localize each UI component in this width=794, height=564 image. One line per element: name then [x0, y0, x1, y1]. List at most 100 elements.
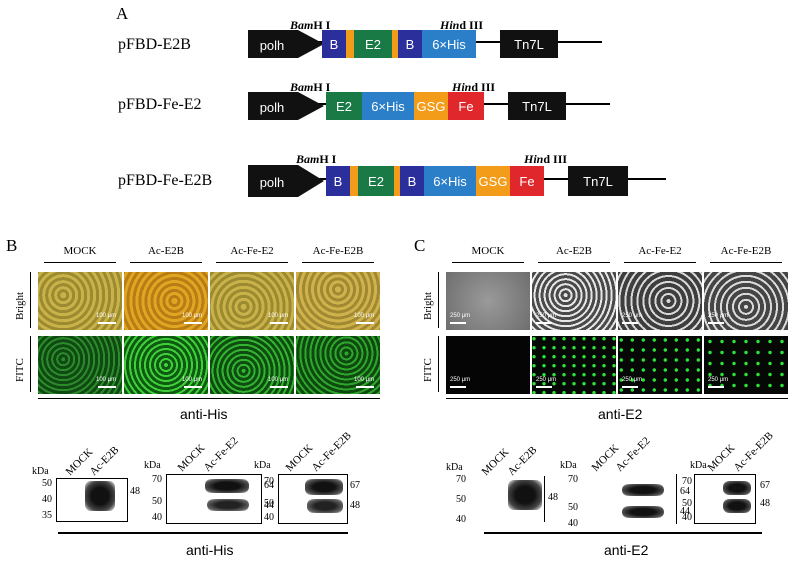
scale-bar	[708, 322, 724, 324]
segment-b: B	[400, 166, 424, 196]
scale-bar-label: 250 μm	[450, 377, 471, 383]
lane-label: Ac-Fe-E2B	[309, 429, 354, 474]
scale-bar	[270, 322, 288, 324]
caption-rule	[38, 398, 380, 399]
kda-label: kDa	[144, 460, 161, 471]
segment-fe: Fe	[448, 92, 484, 120]
segment-fe: Fe	[510, 166, 544, 196]
kda-label: kDa	[560, 460, 577, 471]
scale-bar-label: 250 μm	[622, 313, 643, 319]
scale-bar-label: 100 μm	[268, 313, 289, 319]
blot-caption-rule	[58, 532, 348, 534]
panel-c-letter: C	[414, 236, 426, 255]
marker-label: 40	[264, 512, 274, 523]
lane-label: Ac-E2B	[505, 444, 540, 478]
scale-bar-label: 100 μm	[354, 377, 375, 383]
scale-bar	[450, 322, 466, 324]
lane-label: MOCK	[175, 442, 208, 474]
band-size-label: 67	[760, 480, 770, 491]
row-bracket	[438, 336, 439, 392]
row-bracket	[30, 272, 31, 328]
protein-band	[305, 479, 343, 495]
row-bracket	[30, 336, 31, 392]
bamhi-site-label: BamH I	[290, 80, 331, 94]
scale-bar	[98, 322, 116, 324]
scale-bar-label: 250 μm	[622, 377, 643, 383]
protein-band	[723, 499, 751, 513]
marker-label: 40	[456, 514, 466, 525]
marker-label: 70	[456, 474, 466, 485]
scale-bar	[622, 386, 638, 388]
lane-label: Ac-E2B	[87, 444, 122, 478]
scale-bar-label: 100 μm	[268, 377, 289, 383]
micrograph-bright-mock	[446, 272, 530, 330]
protein-band	[622, 484, 664, 496]
kda-label: kDa	[32, 466, 49, 477]
lane-label: Ac-Fe-E2B	[731, 429, 776, 474]
western-blot	[694, 474, 756, 524]
scale-bar-label: 250 μm	[708, 313, 729, 319]
construct-name: pFBD-Fe-E2	[118, 96, 202, 113]
band-size-label: 48	[350, 500, 360, 511]
scale-bar	[536, 322, 552, 324]
segment-tn7l: Tn7L	[568, 166, 628, 196]
micrograph-bright-ac-fe-e2	[618, 272, 702, 330]
protein-band	[508, 480, 542, 510]
marker-label: 40	[152, 512, 162, 523]
scale-bar-label: 100 μm	[96, 377, 117, 383]
spacer	[350, 166, 358, 196]
column-header: MOCK	[63, 245, 97, 257]
marker-label: 70	[264, 476, 274, 487]
segment-6xhis: 6×His	[422, 30, 476, 58]
marker-label: 40	[682, 512, 692, 523]
segment-6xhis: 6×His	[424, 166, 476, 196]
panel-b-caption: anti-His	[180, 406, 228, 422]
marker-label: 50	[42, 478, 52, 489]
spacer	[394, 166, 400, 196]
scale-bar	[536, 386, 552, 388]
column-header: Ac-Fe-E2B	[720, 245, 772, 257]
column-header: Ac-E2B	[555, 245, 593, 257]
lane-label: Ac-Fe-E2	[613, 434, 653, 474]
segment-gsg: GSG	[414, 92, 448, 120]
bamhi-site-label: BamH I	[290, 18, 331, 32]
segment-b: B	[326, 166, 350, 196]
panel-b-blot-caption: anti-His	[186, 542, 234, 558]
band-size-label: 48	[130, 486, 140, 497]
scale-bar-label: 250 μm	[536, 377, 557, 383]
protein-band	[205, 479, 249, 493]
marker-label: 40	[568, 518, 578, 529]
scale-bar	[356, 386, 374, 388]
micrograph-fitc-ac-fe-e2	[618, 336, 702, 394]
band-size-label: 67	[350, 480, 360, 491]
western-blot	[472, 476, 545, 522]
marker-label: 70	[682, 476, 692, 487]
polh-promoter-arrow	[248, 30, 324, 58]
spacer	[346, 30, 354, 58]
micrograph-bright-ac-fe-e2	[210, 272, 294, 330]
column-header: MOCK	[471, 245, 505, 257]
band-size-label: 44	[680, 506, 690, 517]
segment-b: B	[398, 30, 422, 58]
segment-tn7l: Tn7L	[500, 30, 558, 58]
panel-a-letter: A	[116, 4, 129, 23]
scale-bar-label: 250 μm	[708, 377, 729, 383]
blot-caption-rule	[484, 532, 762, 534]
marker-label: 35	[42, 510, 52, 521]
marker-label: 50	[152, 496, 162, 507]
scale-bar	[270, 386, 288, 388]
segment-gsg: GSG	[476, 166, 510, 196]
scale-bar	[98, 386, 116, 388]
segment-tn7l: Tn7L	[508, 92, 566, 120]
protein-band	[622, 506, 664, 518]
marker-label: 70	[152, 474, 162, 485]
panel-b-letter: B	[6, 236, 18, 255]
scale-bar	[622, 322, 638, 324]
micrograph-fitc-mock	[38, 336, 122, 394]
segment-e2: E2	[354, 30, 392, 58]
protein-band	[207, 499, 249, 511]
protein-band	[85, 481, 115, 511]
micrograph-bright-ac-fe-e2b	[704, 272, 788, 330]
marker-label: 40	[42, 494, 52, 505]
marker-label: 50	[568, 502, 578, 513]
